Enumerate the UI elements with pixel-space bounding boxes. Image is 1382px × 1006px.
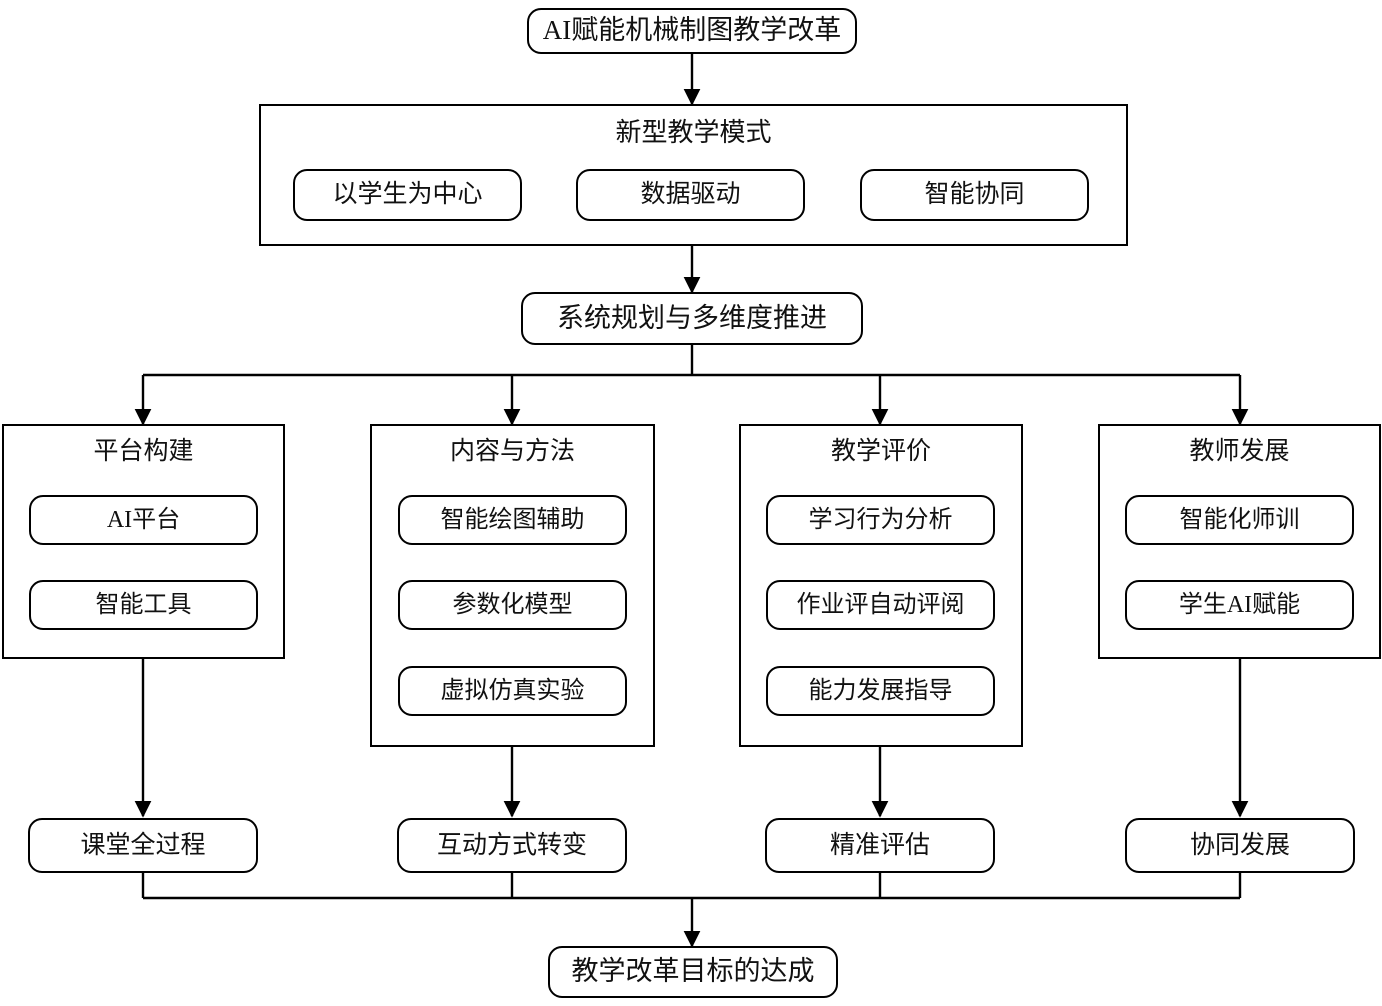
model-item-label: 数据驱动 — [640, 181, 741, 209]
column-evaluation-item-learning-behavior-analysis[interactable]: 学习行为分析 — [766, 495, 995, 545]
outcome-node-label: 互动方式转变 — [436, 831, 587, 859]
column-item-label: 智能工具 — [95, 591, 192, 618]
model-item-student-centered[interactable]: 以学生为中心 — [293, 169, 522, 221]
column-content-item-parametric-model[interactable]: 参数化模型 — [398, 580, 627, 630]
stage-node[interactable]: 系统规划与多维度推进 — [521, 292, 863, 345]
column-content-item-virtual-simulation[interactable]: 虚拟仿真实验 — [398, 666, 627, 716]
model-item-label: 以学生为中心 — [332, 181, 483, 209]
column-title: 教学评价 — [830, 438, 931, 465]
column-item-label: 学习行为分析 — [808, 506, 953, 533]
column-item-label: 作业评自动评阅 — [796, 591, 965, 618]
column-item-label: 能力发展指导 — [808, 677, 953, 704]
model-item-label: 智能协同 — [924, 181, 1025, 209]
column-item-label: 智能化师训 — [1179, 506, 1300, 533]
column-evaluation-item-ability-development-guidance[interactable]: 能力发展指导 — [766, 666, 995, 716]
column-item-label: AI平台 — [106, 506, 181, 533]
outcome-node-label: 课堂全过程 — [80, 831, 206, 859]
model-item-intelligent-collaboration[interactable]: 智能协同 — [860, 169, 1089, 221]
column-title: 教师发展 — [1189, 438, 1290, 465]
column-item-label: 参数化模型 — [452, 591, 573, 618]
goal-node[interactable]: 教学改革目标的达成 — [548, 946, 838, 998]
column-platform-item-smart-tools[interactable]: 智能工具 — [29, 580, 258, 630]
root-node[interactable]: AI赋能机械制图教学改革 — [527, 8, 857, 54]
column-title: 平台构建 — [93, 438, 194, 465]
column-teacher-item-student-ai-empowerment[interactable]: 学生AI赋能 — [1125, 580, 1354, 630]
stage-node-label: 系统规划与多维度推进 — [557, 302, 827, 333]
column-platform-item-ai-platform[interactable]: AI平台 — [29, 495, 258, 545]
outcome-node-label: 协同发展 — [1189, 831, 1290, 859]
outcome-node-classroom-full-process[interactable]: 课堂全过程 — [28, 818, 258, 873]
column-teacher-item-smart-training[interactable]: 智能化师训 — [1125, 495, 1354, 545]
outcome-node-label: 精准评估 — [829, 831, 930, 859]
column-item-label: 学生AI赋能 — [1178, 591, 1301, 618]
model-item-data-driven[interactable]: 数据驱动 — [576, 169, 805, 221]
column-item-label: 虚拟仿真实验 — [440, 677, 585, 704]
root-node-label: AI赋能机械制图教学改革 — [542, 15, 842, 46]
column-evaluation-item-auto-homework-grading[interactable]: 作业评自动评阅 — [766, 580, 995, 630]
outcome-node-collaborative-development[interactable]: 协同发展 — [1125, 818, 1355, 873]
outcome-node-interaction-transformation[interactable]: 互动方式转变 — [397, 818, 627, 873]
column-content-item-smart-drawing-aid[interactable]: 智能绘图辅助 — [398, 495, 627, 545]
model-group-title: 新型教学模式 — [615, 118, 772, 147]
column-item-label: 智能绘图辅助 — [440, 506, 585, 533]
outcome-node-precise-assessment[interactable]: 精准评估 — [765, 818, 995, 873]
goal-node-label: 教学改革目标的达成 — [571, 956, 815, 987]
column-title: 内容与方法 — [449, 438, 575, 465]
